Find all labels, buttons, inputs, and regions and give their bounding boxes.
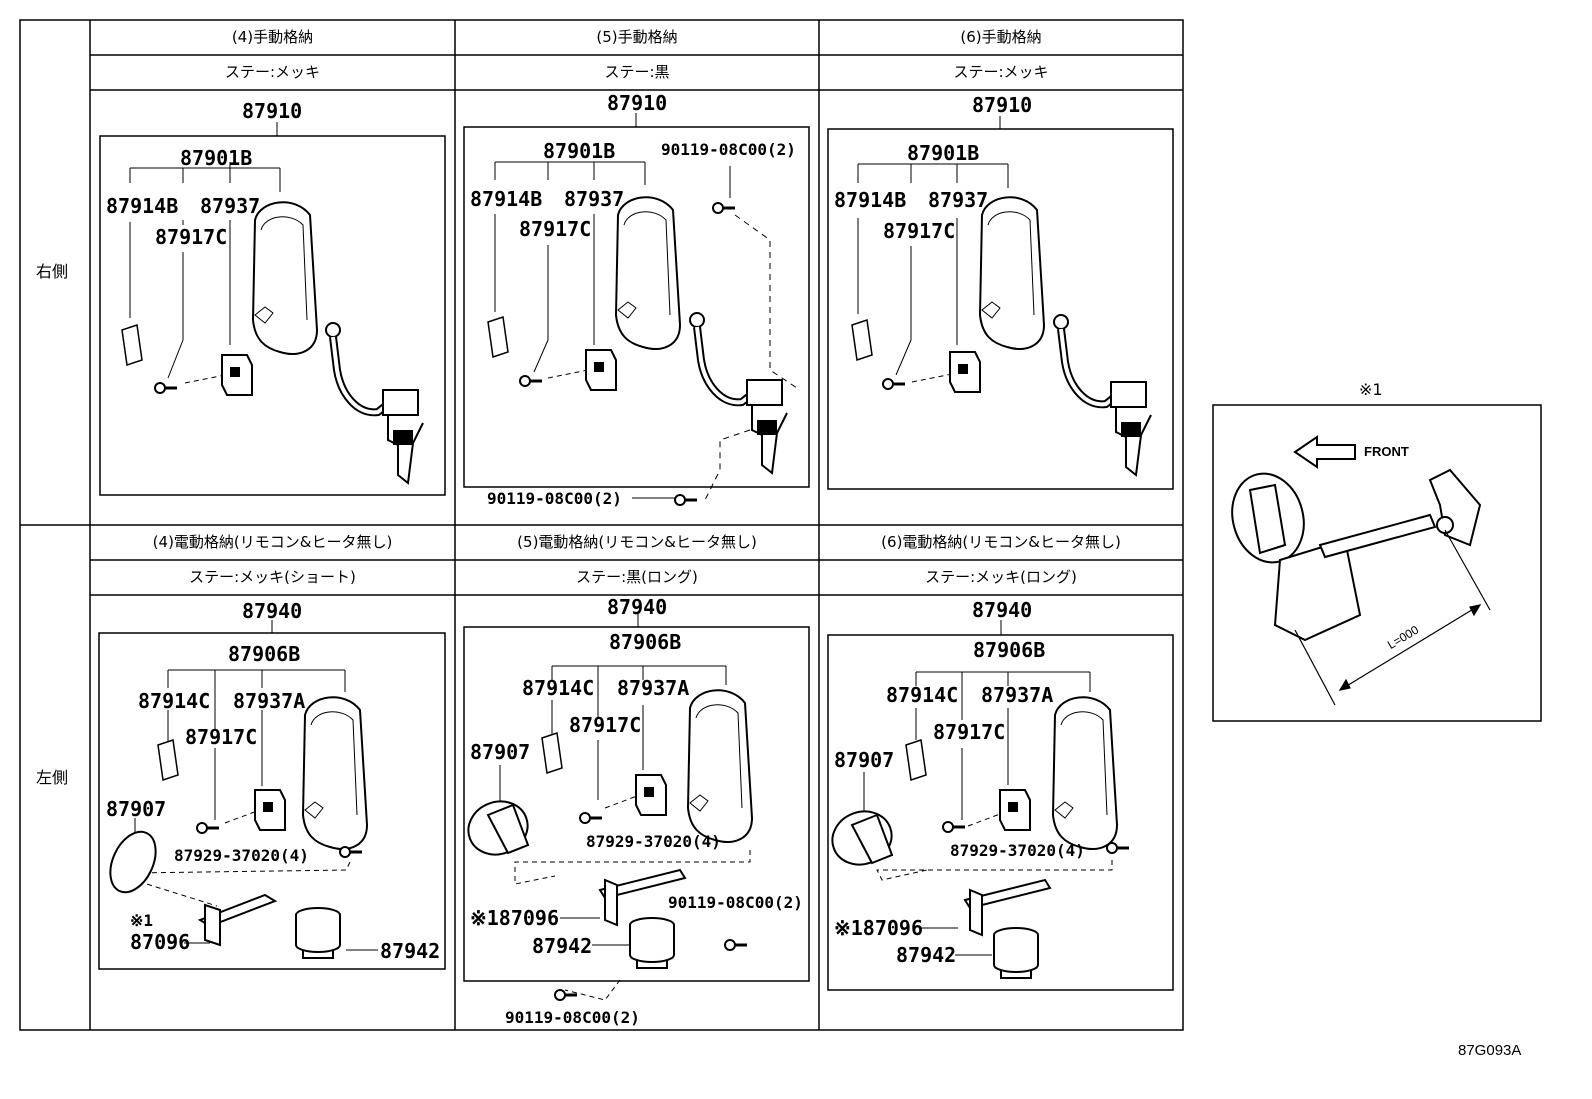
part-number[interactable]: 87937 <box>200 194 261 218</box>
column-header-top-3: (6)手動格納 <box>960 28 1042 46</box>
part-number-assy[interactable]: 87940 <box>972 598 1033 622</box>
screw-part-number[interactable]: 87929-37020(4) <box>586 832 721 851</box>
screw-part-number[interactable]: 87929-37020(4) <box>950 841 1085 860</box>
reference-note: ※1 <box>130 911 154 930</box>
part-number-sub-assy[interactable]: 87901B <box>907 141 980 165</box>
table-grid <box>19 19 1184 1031</box>
front-label: FRONT <box>1364 444 1409 459</box>
column-header-bottom-3: (6)電動格納(リモコン&ヒータ無し) <box>881 533 1121 551</box>
part-number[interactable]: 87917C <box>883 219 956 243</box>
part-number-assy[interactable]: 87940 <box>242 599 303 623</box>
part-number-sub-assy[interactable]: 87906B <box>609 630 682 654</box>
part-number[interactable]: 87914B <box>470 187 543 211</box>
stay-spec-top-2: ステー:黒 <box>604 63 670 81</box>
part-number[interactable]: 87937A <box>617 676 690 700</box>
inset-note: ※1 <box>1359 380 1383 399</box>
row-label-left: 左側 <box>36 768 69 787</box>
part-number[interactable]: 87917C <box>185 725 258 749</box>
part-number[interactable]: 87917C <box>519 217 592 241</box>
part-number[interactable]: 87937 <box>928 188 989 212</box>
screw-part-number[interactable]: 87929-37020(4) <box>174 846 309 865</box>
part-number[interactable]: 87914C <box>886 683 959 707</box>
stay-spec-bottom-3: ステー:メッキ(ロング) <box>925 568 1077 586</box>
part-number-assy[interactable]: 87940 <box>607 595 668 619</box>
part-number-glass[interactable]: 87907 <box>834 748 895 772</box>
part-number-motor[interactable]: 87942 <box>380 939 441 963</box>
part-number-assy[interactable]: 87910 <box>242 99 303 123</box>
bolt-part-number[interactable]: 90119-08C00(2) <box>661 140 796 159</box>
part-number-assy[interactable]: 87910 <box>972 93 1033 117</box>
part-number[interactable]: 87937 <box>564 187 625 211</box>
part-number[interactable]: 87917C <box>569 713 642 737</box>
part-number-stay[interactable]: 87096 <box>130 930 191 954</box>
column-header-top-1: (4)手動格納 <box>231 28 314 46</box>
bolt-part-number[interactable]: 90119-08C00(2) <box>505 1008 640 1027</box>
part-number[interactable]: 87914C <box>138 689 211 713</box>
part-number[interactable]: 87914B <box>106 194 179 218</box>
part-number[interactable]: 87914C <box>522 676 595 700</box>
part-number-stay[interactable]: ※187096 <box>834 916 924 940</box>
part-number[interactable]: 87937A <box>981 683 1054 707</box>
bolt-part-number[interactable]: 90119-08C00(2) <box>668 893 803 912</box>
bolt-part-number[interactable]: 90119-08C00(2) <box>487 489 622 508</box>
part-number[interactable]: 87937A <box>233 689 306 713</box>
column-header-bottom-2: (5)電動格納(リモコン&ヒータ無し) <box>517 533 757 551</box>
column-header-bottom-1: (4)電動格納(リモコン&ヒータ無し) <box>152 533 393 551</box>
part-number-sub-assy[interactable]: 87901B <box>543 139 616 163</box>
part-number-motor[interactable]: 87942 <box>532 934 593 958</box>
part-number-glass[interactable]: 87907 <box>106 797 167 821</box>
stay-spec-bottom-1: ステー:メッキ(ショート) <box>189 568 356 586</box>
part-number-stay[interactable]: ※187096 <box>470 906 560 930</box>
part-number-motor[interactable]: 87942 <box>896 943 957 967</box>
part-number-sub-assy[interactable]: 87906B <box>973 638 1046 662</box>
part-number-sub-assy[interactable]: 87906B <box>228 642 301 666</box>
front-arrow-icon <box>1293 435 1356 469</box>
stay-spec-top-1: ステー:メッキ <box>224 63 321 81</box>
part-number-assy[interactable]: 87910 <box>607 91 668 115</box>
stay-spec-bottom-2: ステー:黒(ロング) <box>576 568 698 586</box>
column-header-top-2: (5)手動格納 <box>596 28 678 46</box>
part-number[interactable]: 87914B <box>834 188 907 212</box>
part-number[interactable]: 87917C <box>933 720 1006 744</box>
row-label-right: 右側 <box>36 262 69 281</box>
part-number-sub-assy[interactable]: 87901B <box>180 146 253 170</box>
stay-spec-top-3: ステー:メッキ <box>953 63 1049 81</box>
part-number-glass[interactable]: 87907 <box>470 740 531 764</box>
diagram-code: 87G093A <box>1458 1042 1522 1059</box>
part-number[interactable]: 87917C <box>155 225 228 249</box>
